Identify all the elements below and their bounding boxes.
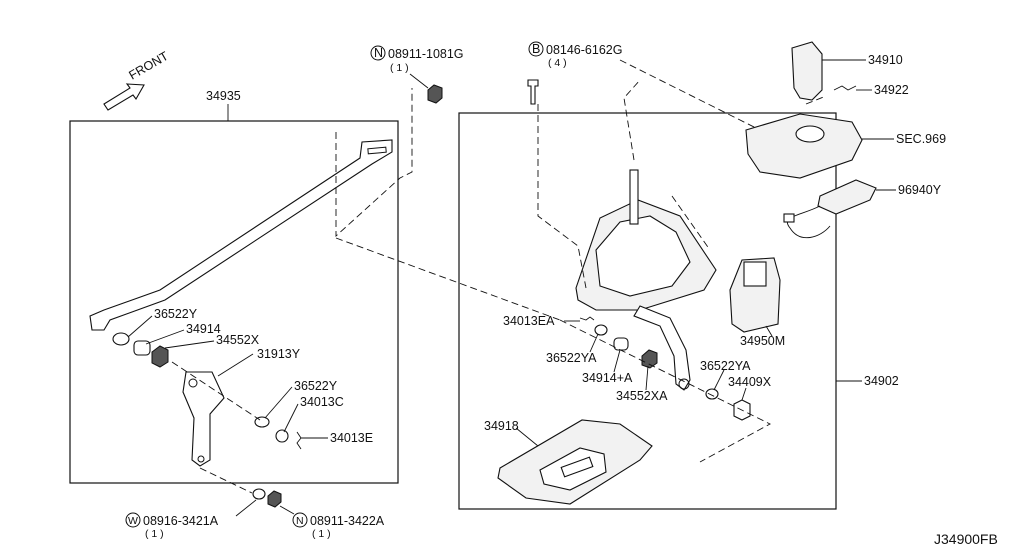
indicator-plate-34918: 34918 [484,419,653,505]
part-34013e-label: 34013E [330,431,373,445]
bolt-08146-6162g [527,79,539,105]
bushing-34914a [613,337,629,351]
washer-36522ya-a [594,324,608,336]
part-34013ea-label: 34013EA [503,314,555,328]
part-36522ya-a-label: 36522YA [546,351,597,365]
b-top-code: 08146-6162G [546,43,622,57]
clip-34922 [833,85,857,91]
part-34914a-label: 34914+A [582,371,633,385]
part-34950m-label: 34950M [740,334,785,348]
front-label: FRONT [127,49,172,83]
n-top-qty: ( 1 ) [390,62,409,74]
front-arrow: FRONT [103,49,172,111]
washer-08916 [252,488,266,500]
w-bottom-code: 08916-3421A [143,514,219,528]
n-top-symbol: N [374,46,383,60]
w-bottom-symbol: W [128,515,138,527]
part-34935-label: 34935 [206,89,241,103]
nut-34552xa [641,349,658,369]
n-bottom-code: 08911-3422A [310,514,385,528]
fastener-n-top: N 08911-1081G ( 1 ) [370,45,464,104]
fastener-b-top: B 08146-6162G ( 4 ) [527,41,622,105]
part-36522ya-b-label: 36522YA [700,359,751,373]
part-34918-label: 34918 [484,419,519,433]
b-top-symbol: B [532,42,540,56]
part-31913y-label: 31913Y [257,347,301,361]
diagram-code: J34900FB [934,531,998,547]
indicator-96940y: 96940Y [783,179,942,239]
n-top-code: 08911-1081G [388,47,464,61]
n-bottom-qty: ( 1 ) [312,528,331,540]
part-96940y-label: 96940Y [898,183,942,197]
control-rod [89,139,393,331]
part-34013c-label: 34013C [300,395,344,409]
b-top-qty: ( 4 ) [548,57,567,69]
shifter-mechanism [575,79,717,391]
left-assembly-box [69,120,399,484]
part-34922-label: 34922 [874,83,909,97]
part-34552xa-label: 34552XA [616,389,668,403]
part-34914-label: 34914 [186,322,221,336]
part-34910-label: 34910 [868,53,903,67]
nut-34552x [151,345,169,368]
part-36522y-b-label: 36522Y [294,379,338,393]
right-assembly-box [458,112,837,510]
sec969-label: SEC.969 [896,132,946,146]
washer-36522y [112,332,130,346]
fastener-n-bottom: N 08911-3422A ( 1 ) [279,505,385,540]
nut-08911-1081g [427,84,443,104]
part-36522y-a-label: 36522Y [154,307,198,321]
n-bottom-symbol: N [296,515,304,527]
console-finisher-sec969: SEC.969 [745,113,946,179]
bushing-34914 [133,340,151,356]
fastener-w-bottom: W 08916-3421A ( 1 ) [125,499,257,540]
clip-34013c [275,429,289,443]
washer-36522ya-b [705,388,719,400]
switch-34950m: 34950M [729,257,785,348]
nut-08911-3422a [267,490,282,508]
w-bottom-qty: ( 1 ) [145,528,164,540]
shift-knob-34910: 34910 [791,41,903,101]
lever-31913y [182,371,225,467]
clip-34013ea [579,316,595,321]
part-34552x-label: 34552X [216,333,260,347]
part-34902-label: 34902 [864,374,899,388]
part-34409x-label: 34409X [728,375,772,389]
clip-34013e [296,431,302,450]
